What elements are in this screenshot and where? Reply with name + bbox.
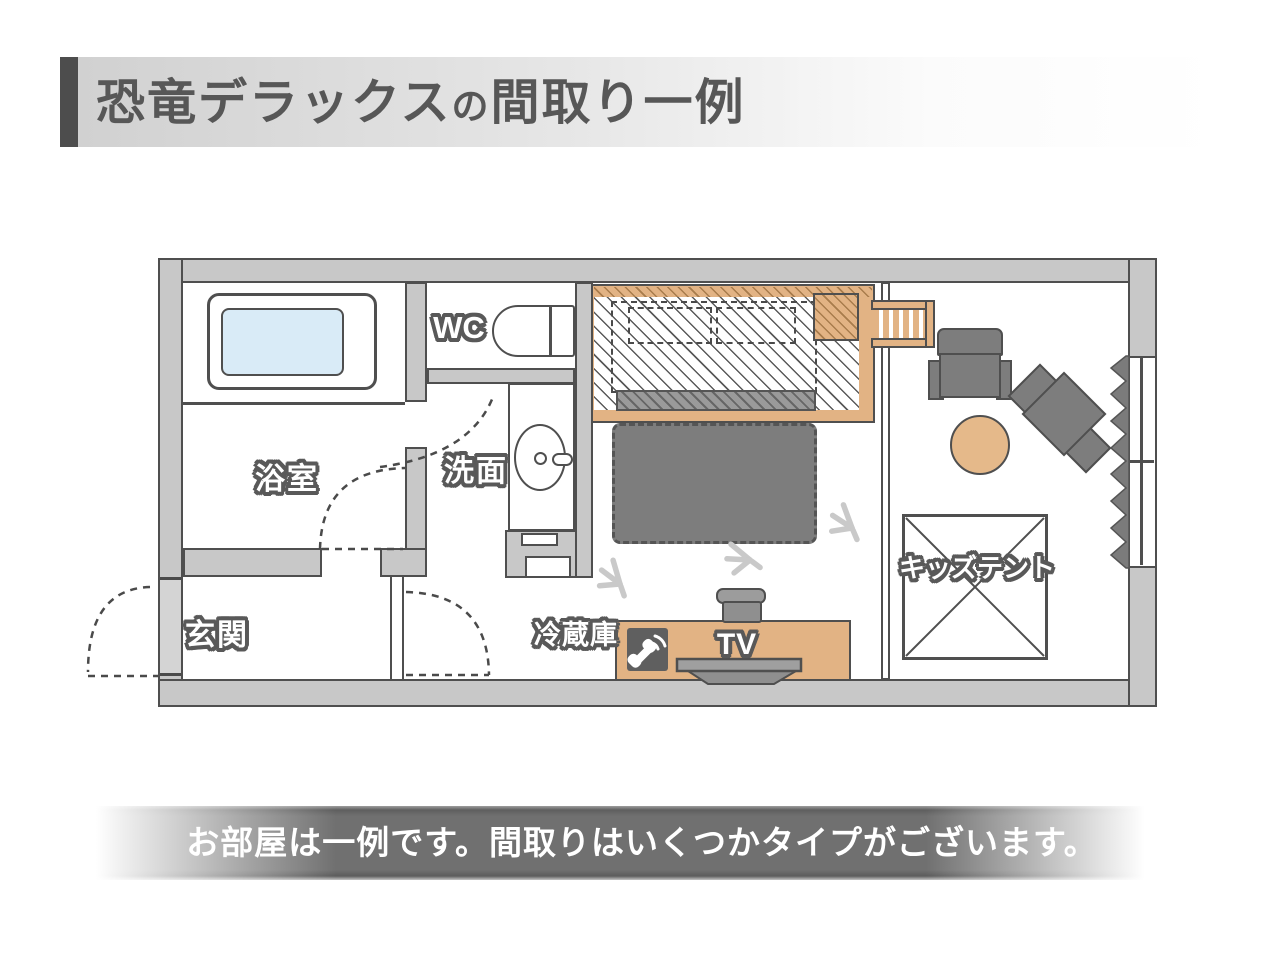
kids-tent-cross [905,517,1045,657]
loft-pillow-left [628,307,712,344]
door-arcs [86,396,495,678]
window-divider [1130,460,1154,463]
ladder-end-cap [925,300,935,348]
footer-bar [96,806,1188,880]
armchair-seat [939,353,1001,398]
wall-bedroom-living-partition [881,282,890,680]
bathtub-alcove-line [183,402,405,405]
dinosaur-footprint-icon [724,541,763,576]
label-bathroom: 浴室 [255,463,319,496]
loft-pillow-right [716,307,796,344]
label-fridge: 冷蔵庫 [534,620,618,650]
label-kids-tent: キッズテント [898,553,1055,583]
wall-wc-bottom [427,368,575,384]
title-suffix: 間取り一例 [490,75,746,130]
wall-washroom-right [575,282,593,578]
label-entrance: 玄関 [185,619,249,652]
bathroom-door-arc [318,466,406,550]
curtain [1109,355,1130,569]
laundry-faucet-box [521,533,558,546]
phone-icon [627,628,668,671]
lower-bed [612,423,817,544]
label-toilet: WC [433,310,485,345]
kettle-body [722,601,762,623]
title-accent-bar [60,57,78,147]
title-room-name: 恐竜デラックス [96,75,452,130]
footer-notice: お部屋は一例です。間取りはいくつかタイプがございます。 [186,826,1098,862]
loft-landing-platform [813,293,859,341]
dinosaur-footprint-icon [828,502,860,543]
title-band [60,57,1220,147]
washbasin-faucet [552,453,573,466]
label-tv: TV [716,628,758,661]
loft-bed-frame-top-hatch [594,287,872,297]
round-table [950,415,1010,475]
page-title: 恐竜デラックスの間取り一例 [96,57,746,147]
label-washroom: 洗面 [444,455,508,488]
washbasin-drain [534,452,547,465]
wall-bathroom-bottom-left [183,548,322,577]
loft-ladder [871,300,935,348]
toilet [492,305,575,357]
tv-set [675,657,803,685]
loft-bench-strip [616,390,816,411]
ladder-rungs [873,308,929,340]
wall-top [158,258,1157,283]
dinosaur-footprints [596,502,860,599]
laundry-box [525,556,571,578]
entrance-door-opening [160,577,181,676]
bathtub-water [221,308,344,376]
tv-stand [684,670,800,685]
entrance-door-arc [86,585,151,673]
hall-door-arc [405,590,491,676]
wall-bottom [158,679,1157,707]
title-particle: の [451,87,491,128]
wall-entrance-partition [390,575,404,681]
dinosaur-footprint-icon [596,557,627,599]
tv-screen [675,657,803,673]
toilet-tank-line [549,306,552,356]
wall-bathroom-right-upper [405,282,427,402]
wall-right-lower [1128,566,1157,707]
